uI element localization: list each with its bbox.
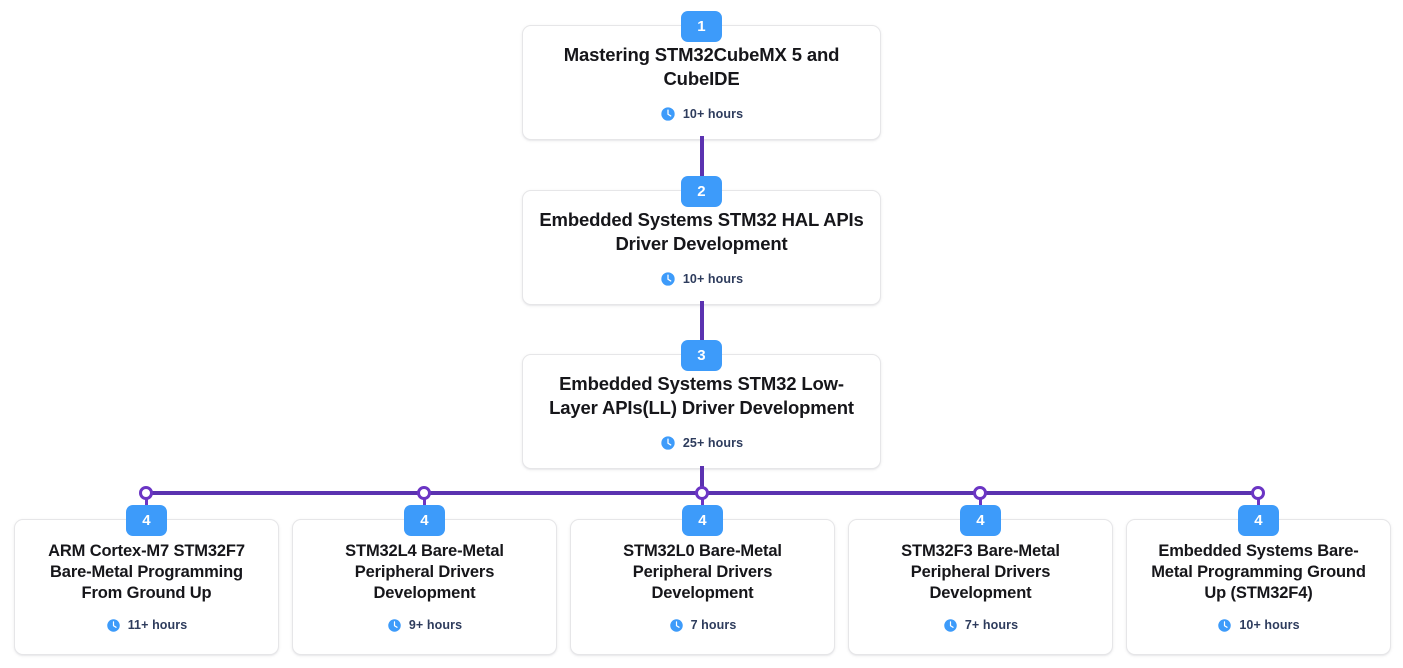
course-title: STM32L0 Bare-Metal Peripheral Drivers De… <box>623 542 782 602</box>
course-duration: 7 hours <box>669 618 737 633</box>
duration-label: 10+ hours <box>1239 618 1300 633</box>
clock-icon <box>661 107 675 121</box>
course-duration: 10+ hours <box>660 106 743 122</box>
step-badge-4d[interactable]: 4 <box>960 505 1001 536</box>
course-title: STM32L4 Bare-Metal Peripheral Drivers De… <box>345 542 504 602</box>
duration-label: 9+ hours <box>408 618 463 633</box>
course-duration: 10+ hours <box>1217 618 1300 633</box>
branch-node-4 <box>973 486 987 500</box>
branch-node-2 <box>417 486 431 500</box>
course-card-1[interactable]: Mastering STM32CubeMX 5 and CubeIDE 10+ … <box>522 25 881 140</box>
step-badge-3[interactable]: 3 <box>681 340 722 371</box>
course-title: ARM Cortex-M7 STM32F7 Bare-Metal Program… <box>48 542 245 602</box>
step-number: 1 <box>697 18 706 35</box>
duration-label: 7 hours <box>690 618 737 633</box>
step-badge-2[interactable]: 2 <box>681 176 722 207</box>
duration-label: 10+ hours <box>682 271 744 286</box>
branch-node-5 <box>1251 486 1265 500</box>
course-card-8[interactable]: Embedded Systems Bare-Metal Programming … <box>1126 519 1391 655</box>
clock-icon <box>661 436 675 450</box>
step-number: 2 <box>697 183 706 200</box>
course-duration: 11+ hours <box>106 618 188 633</box>
course-duration: 7+ hours <box>943 618 1018 633</box>
step-badge-1[interactable]: 1 <box>681 11 722 42</box>
course-card-6[interactable]: STM32L0 Bare-Metal Peripheral Drivers De… <box>570 519 835 655</box>
course-title: Embedded Systems STM32 HAL APIs Driver D… <box>539 209 864 254</box>
course-title: STM32F3 Bare-Metal Peripheral Drivers De… <box>901 542 1060 602</box>
step-number: 4 <box>420 512 429 529</box>
connector-step2-step3 <box>700 301 704 357</box>
course-title: Embedded Systems Bare-Metal Programming … <box>1151 542 1366 602</box>
connector-step1-step2 <box>700 136 704 192</box>
step-number: 4 <box>698 512 707 529</box>
course-duration: 25+ hours <box>660 435 743 451</box>
duration-label: 10+ hours <box>682 106 744 121</box>
clock-icon <box>1218 619 1232 632</box>
branch-node-3 <box>695 486 709 500</box>
course-card-2[interactable]: Embedded Systems STM32 HAL APIs Driver D… <box>522 190 881 305</box>
step-number: 4 <box>142 512 151 529</box>
duration-label: 7+ hours <box>964 618 1019 633</box>
course-card-5[interactable]: STM32L4 Bare-Metal Peripheral Drivers De… <box>292 519 557 655</box>
branch-node-1 <box>139 486 153 500</box>
clock-icon <box>106 619 120 632</box>
step-number: 3 <box>697 347 706 364</box>
course-duration: 10+ hours <box>660 271 743 287</box>
duration-label: 25+ hours <box>682 435 744 450</box>
step-number: 4 <box>976 512 985 529</box>
connector-step3-branch <box>700 466 704 495</box>
clock-icon <box>669 619 683 632</box>
clock-icon <box>388 619 401 632</box>
course-title: Mastering STM32CubeMX 5 and CubeIDE <box>563 44 840 89</box>
step-number: 4 <box>1254 512 1263 529</box>
course-card-7[interactable]: STM32F3 Bare-Metal Peripheral Drivers De… <box>848 519 1113 655</box>
course-card-4[interactable]: ARM Cortex-M7 STM32F7 Bare-Metal Program… <box>14 519 279 655</box>
course-title: Embedded Systems STM32 Low-Layer APIs(LL… <box>549 373 854 418</box>
course-card-3[interactable]: Embedded Systems STM32 Low-Layer APIs(LL… <box>522 354 881 469</box>
step-badge-4b[interactable]: 4 <box>404 505 445 536</box>
duration-label: 11+ hours <box>127 618 188 633</box>
step-badge-4a[interactable]: 4 <box>126 505 167 536</box>
course-duration: 9+ hours <box>387 618 462 633</box>
clock-icon <box>661 272 675 286</box>
clock-icon <box>944 619 957 632</box>
step-badge-4c[interactable]: 4 <box>682 505 723 536</box>
step-badge-4e[interactable]: 4 <box>1238 505 1279 536</box>
